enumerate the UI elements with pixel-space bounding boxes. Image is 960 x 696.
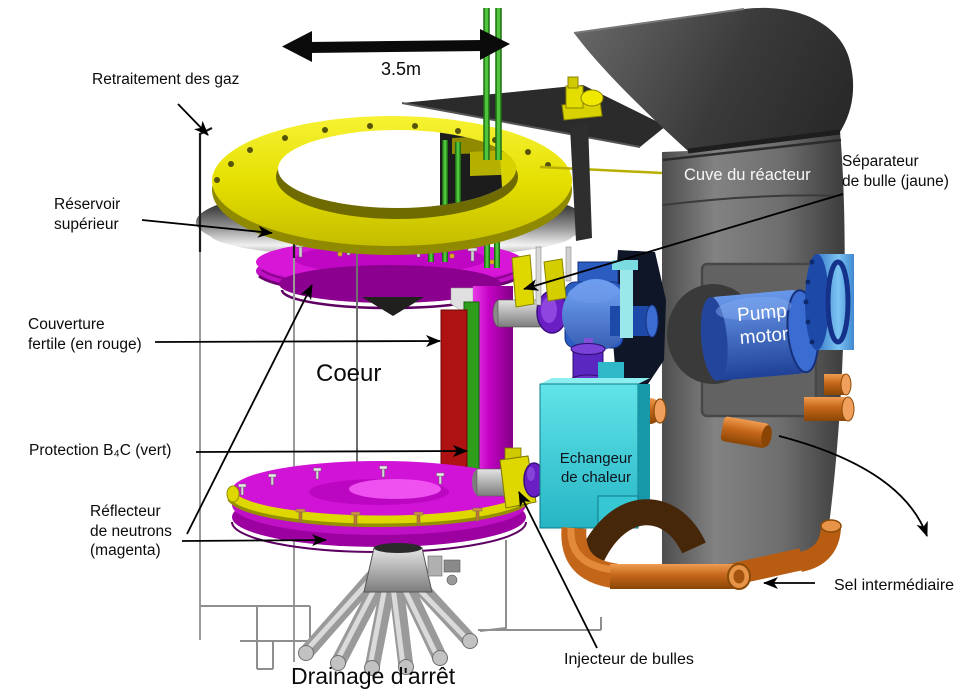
arrow-upper-reservoir: [141, 219, 273, 238]
arrow-b4c-protection: [195, 445, 468, 458]
dimension-arrow: [282, 29, 510, 62]
label-upper-reservoir: Réservoir supérieur: [54, 196, 121, 233]
label-core: Coeur: [316, 360, 382, 387]
cover-plate: [401, 76, 666, 148]
label-reactor-vessel: Cuve du réacteur: [684, 166, 811, 184]
yellow-gas-line: [539, 165, 663, 175]
arrow-reflector-lower: [181, 534, 327, 547]
label-b4c-protection: Protection B₄C (vert): [29, 442, 172, 459]
control-rods-green-lower: [428, 240, 500, 268]
upper-reflector-flange: [256, 239, 524, 316]
lifting-lug-yellow: [561, 76, 604, 121]
annotation-arrows: [141, 103, 928, 649]
salt-piping: [561, 499, 842, 590]
label-shutdown-drain: Drainage d'arrêt: [291, 663, 456, 689]
arrow-salt-flow-curved: [778, 435, 928, 537]
label-pump-motor: Pump motor: [736, 300, 790, 350]
fertile-blanket-red: [440, 309, 468, 471]
heat-exchanger: [539, 362, 667, 529]
bubble-injector: [472, 447, 545, 509]
label-bubble-separator: Séparateur de bulle (jaune): [842, 153, 949, 190]
intermediate-salt-pipe: [610, 564, 738, 589]
label-gas-reprocessing: Retraitement des gaz: [92, 71, 240, 88]
arrow-bubble-separator: [523, 193, 844, 291]
pump-unit-lightblue: [803, 254, 854, 350]
label-heat-exchanger: Echangeur de chaleur: [559, 450, 633, 486]
pump-loop-assembly: [492, 246, 666, 396]
pump-housing-blue: [562, 260, 659, 351]
arrow-gas-reprocessing: [177, 103, 209, 136]
lower-reflector-disc: [226, 461, 535, 553]
label-intermediate-salt: Sel intermédiaire: [834, 577, 955, 594]
arrow-bubble-injector: [518, 491, 598, 649]
support-cage-lines: [198, 127, 602, 670]
vessel-lid: [574, 7, 854, 151]
label-fertile-blanket: Couverture fertile (en rouge): [28, 316, 142, 353]
arrow-reflector-upper: [186, 284, 313, 535]
label-dimension: 3.5m: [380, 59, 422, 79]
pump-motor: [667, 254, 854, 384]
drain-valve: [427, 555, 461, 586]
shutdown-drain-pipes: [298, 543, 478, 676]
label-bubble-injector: Injecteur de bulles: [564, 651, 694, 668]
vessel-orange-stubs: [720, 373, 855, 448]
label-neutron-reflector: Réflecteur de neutrons (magenta): [90, 503, 172, 559]
disc-studs: [238, 465, 483, 526]
arrow-fertile-blanket: [154, 335, 441, 348]
